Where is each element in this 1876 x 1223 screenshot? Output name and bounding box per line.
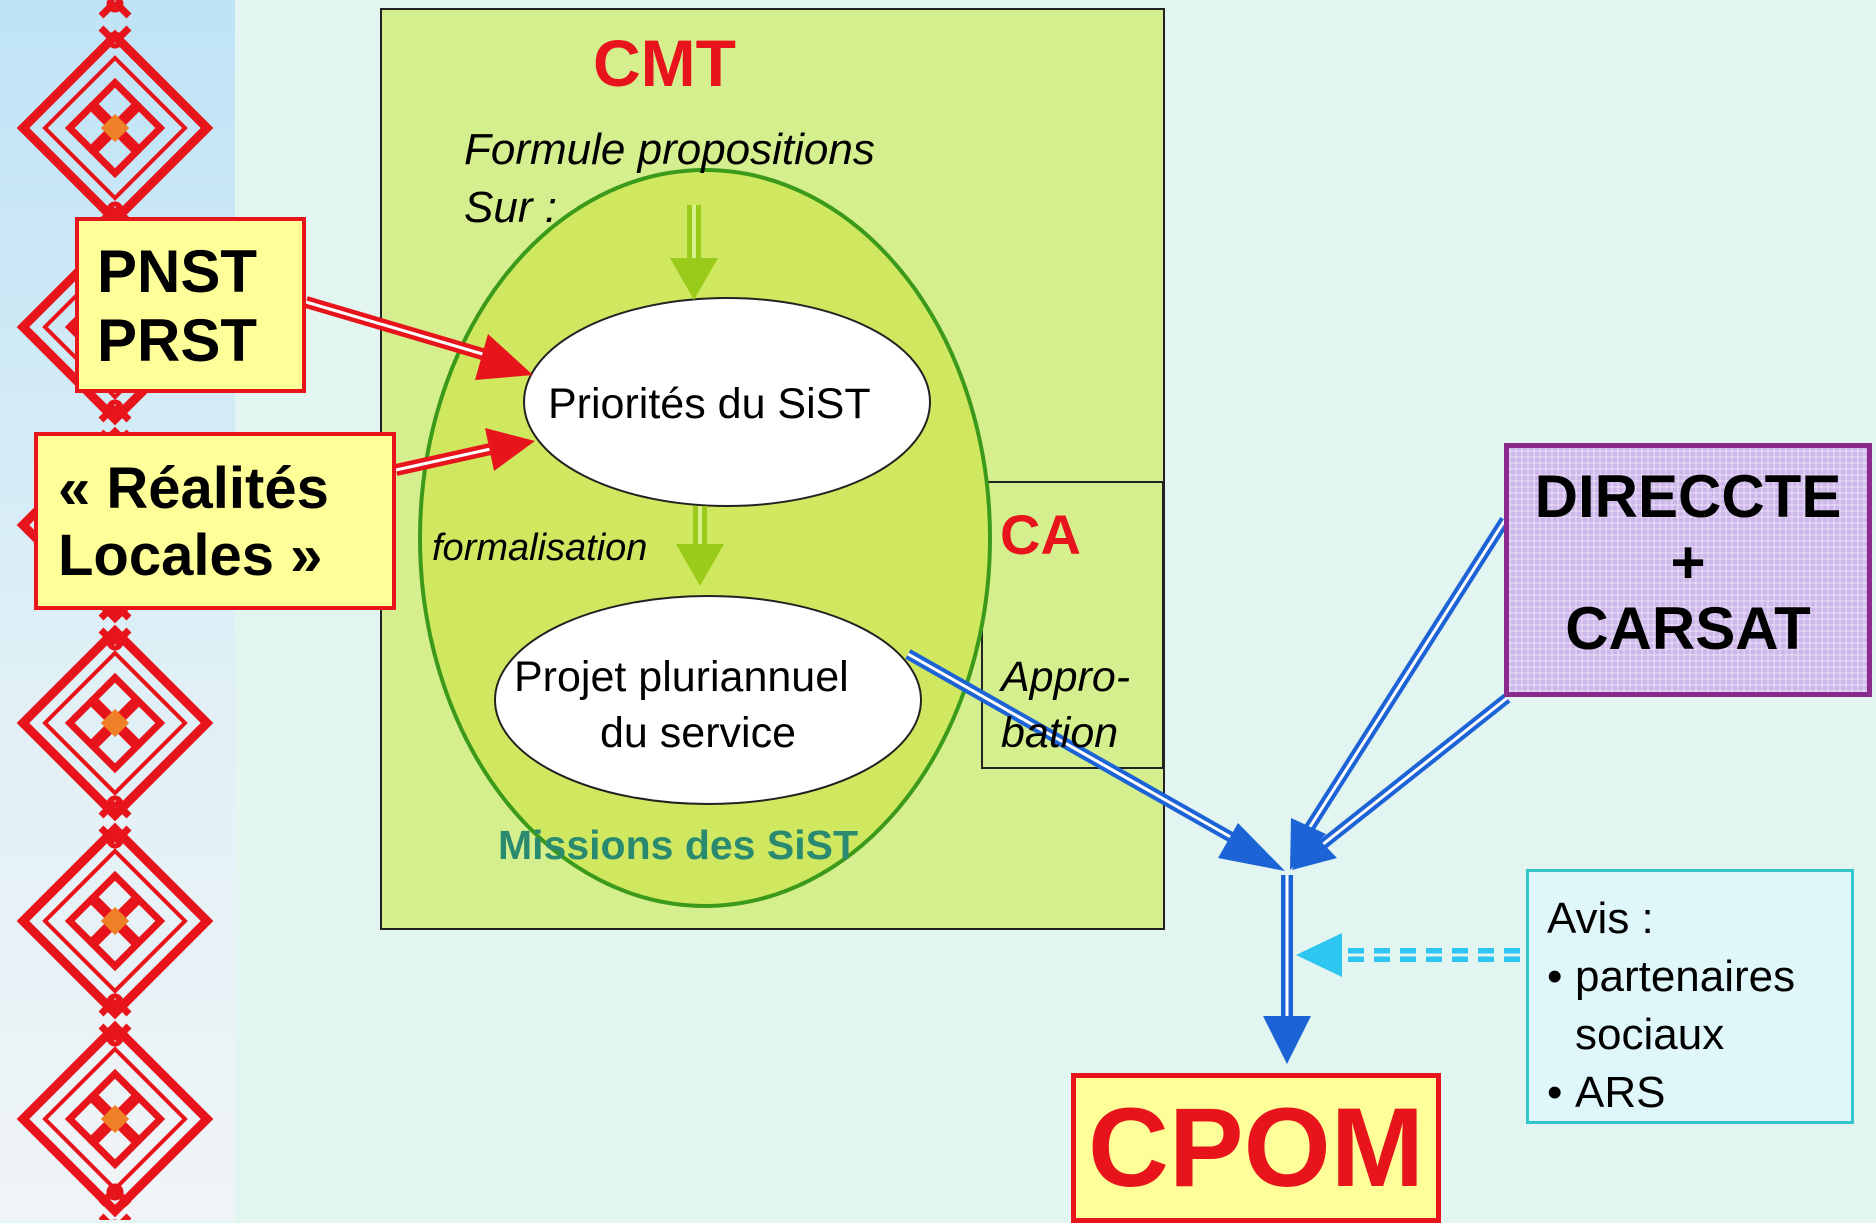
plus-label: + [1670, 529, 1706, 596]
avis-item1-line1: partenaires [1575, 952, 1796, 1002]
ca-frame [981, 481, 1164, 769]
project-label-line1: Projet pluriannuel [514, 653, 849, 701]
blue-arrow-from-direccte-1 [1290, 517, 1510, 870]
carsat-label: CARSAT [1565, 595, 1811, 662]
realites-locales-box: « Réalités Locales » [34, 432, 396, 610]
direccte-label: DIRECCTE [1534, 463, 1842, 530]
green-down-arrow-middle [676, 506, 724, 586]
green-down-arrow-top [670, 205, 718, 300]
avis-item-partenaires: • partenaires sociaux [1547, 948, 1851, 1064]
avis-item2: ARS [1575, 1068, 1666, 1118]
avis-item1-line2: sociaux [1575, 1010, 1725, 1060]
priorities-label: Priorités du SiST [548, 380, 871, 428]
avis-heading: Avis : [1547, 894, 1654, 943]
cpom-label: CPOM [1088, 1085, 1424, 1210]
cpom-box: CPOM [1071, 1073, 1441, 1223]
blue-arrow-from-project [905, 649, 1285, 871]
realites-line1: « Réalités [58, 456, 329, 521]
cmt-proposal-line1: Formule propositions [464, 125, 875, 174]
blue-arrow-down-to-cpom [1263, 875, 1311, 1064]
bullet-icon: • [1547, 952, 1563, 1002]
priorities-ellipse [523, 297, 931, 507]
project-label-line2: du service [600, 709, 796, 757]
cyan-dashed-arrow-avis [1296, 933, 1526, 977]
blue-arrow-from-direccte-2 [1292, 693, 1511, 870]
cmt-title: CMT [593, 26, 736, 100]
decorative-pattern-icon [23, 0, 207, 1220]
direccte-carsat-box: DIRECCTE + CARSAT [1504, 443, 1872, 697]
ca-title: CA [1000, 503, 1081, 566]
prst-label: PRST [97, 307, 258, 374]
ca-approval-line1: Appro- [1001, 653, 1131, 701]
cmt-proposal-line2: Sur : [464, 183, 557, 232]
red-arrow-pnst [304, 296, 533, 380]
pnst-prst-box: PNST PRST [75, 217, 306, 393]
avis-item-ars: • ARS [1547, 1064, 1851, 1122]
pnst-label: PNST [97, 238, 258, 305]
realites-line2: Locales » [58, 522, 323, 588]
red-arrow-realites [394, 428, 535, 476]
avis-box: Avis : • partenaires sociaux • ARS [1526, 869, 1854, 1124]
formalisation-label: formalisation [432, 527, 648, 569]
missions-label: Missions des SiST [498, 822, 858, 868]
bullet-icon: • [1547, 1068, 1563, 1118]
ca-approval-line2: bation [1001, 709, 1119, 757]
project-ellipse [494, 595, 922, 805]
